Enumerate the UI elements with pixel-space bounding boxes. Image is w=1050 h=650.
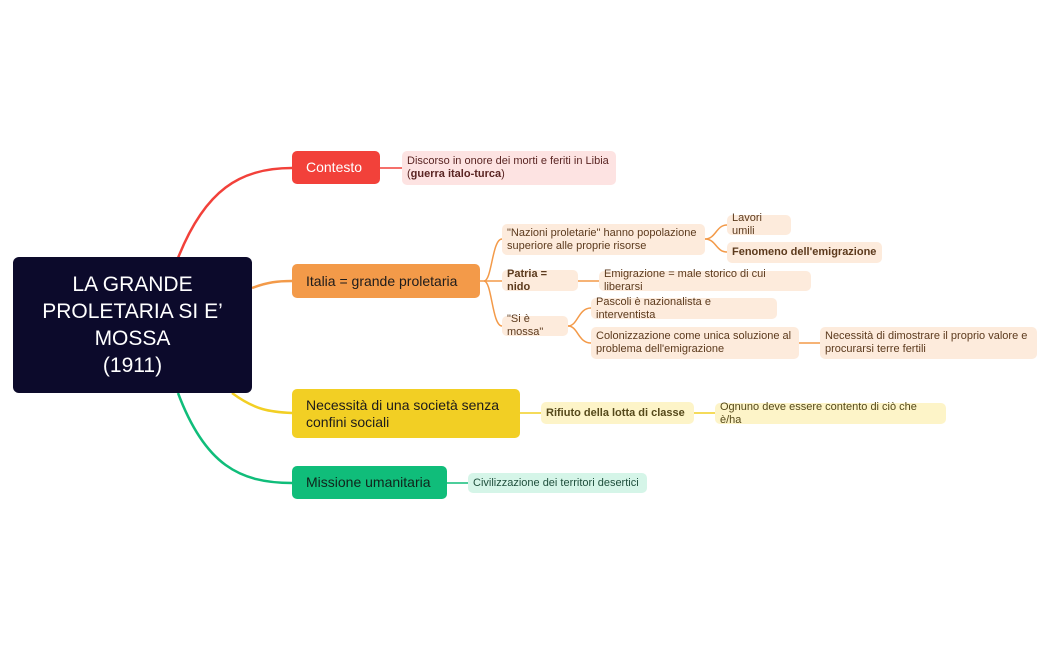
subtopic-si-e-mossa-label: "Si è mossa": [507, 313, 544, 338]
subtopic-rifiuto-lotta-label: Rifiuto della lotta di classe: [546, 406, 685, 419]
subtopic-fenomeno-emigrazione-label: Fenomeno dell'emigrazione: [732, 246, 877, 258]
topic-societa-label: Necessità di una società senza confini s…: [306, 396, 499, 430]
subtopic-fenomeno-emigrazione[interactable]: Fenomeno dell'emigrazione: [727, 242, 882, 263]
topic-missione[interactable]: Missione umanitaria: [292, 466, 447, 499]
subtopic-lavori-umili-label: Lavori umili: [732, 212, 762, 237]
subtopic-rifiuto-lotta[interactable]: Rifiuto della lotta di classe: [541, 402, 694, 424]
subtopic-emigrazione-male-label: Emigrazione = male storico di cui libera…: [604, 268, 766, 293]
subtopic-civilizzazione[interactable]: Civilizzazione dei territori desertici: [468, 473, 647, 493]
subtopic-discorso-bold: guerra italo-turca: [410, 168, 502, 180]
subtopic-colonizzazione[interactable]: Colonizzazione come unica soluzione al p…: [591, 327, 799, 359]
subtopic-patria-nido[interactable]: Patria = nido: [502, 267, 578, 293]
topic-missione-label: Missione umanitaria: [306, 474, 431, 490]
subtopic-discorso[interactable]: Discorso in onore dei morti e feriti in …: [402, 151, 616, 185]
subtopic-pascoli[interactable]: Pascoli è nazionalista e interventista: [591, 295, 777, 321]
topic-contesto-label: Contesto: [306, 159, 363, 175]
subtopic-nazioni-proletarie-label: "Nazioni proletarie" hanno popolazione s…: [507, 226, 697, 252]
subtopic-ognuno-contento[interactable]: Ognuno deve essere contento di ciò che è…: [715, 400, 946, 426]
subtopic-nazioni-proletarie[interactable]: "Nazioni proletarie" hanno popolazione s…: [502, 224, 705, 255]
subtopic-emigrazione-male[interactable]: Emigrazione = male storico di cui libera…: [599, 268, 811, 293]
topic-italia-label: Italia = grande proletaria: [306, 272, 458, 289]
topic-contesto[interactable]: Contesto: [292, 151, 380, 184]
subtopic-necessita-valore[interactable]: Necessità di dimostrare il proprio valor…: [820, 327, 1037, 359]
subtopic-colonizzazione-label: Colonizzazione come unica soluzione al p…: [596, 330, 792, 355]
subtopic-lavori-umili[interactable]: Lavori umili: [727, 212, 791, 237]
subtopic-patria-nido-label: Patria = nido: [507, 267, 548, 293]
subtopic-ognuno-contento-label: Ognuno deve essere contento di ciò che è…: [720, 400, 917, 426]
root-topic[interactable]: LA GRANDE PROLETARIA SI E’ MOSSA (1911): [13, 257, 252, 393]
subtopic-civilizzazione-label: Civilizzazione dei territori desertici: [473, 476, 639, 489]
subtopic-pascoli-label: Pascoli è nazionalista e interventista: [596, 295, 711, 321]
topic-societa[interactable]: Necessità di una società senza confini s…: [292, 389, 520, 438]
subtopic-necessita-valore-label: Necessità di dimostrare il proprio valor…: [825, 330, 1028, 355]
subtopic-discorso-text: Discorso in onore dei morti e feriti in …: [407, 155, 609, 180]
subtopic-si-e-mossa[interactable]: "Si è mossa": [502, 313, 568, 338]
topic-italia[interactable]: Italia = grande proletaria: [292, 264, 480, 298]
